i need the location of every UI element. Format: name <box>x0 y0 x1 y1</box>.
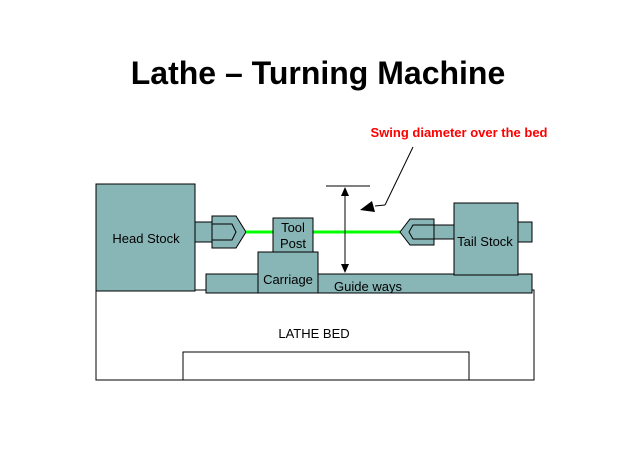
tail-barrel <box>433 224 455 240</box>
lathe-bed-label: LATHE BED <box>278 326 349 341</box>
tail-centre <box>408 224 434 240</box>
page-title: Lathe – Turning Machine <box>131 55 506 91</box>
carriage-label: Carriage <box>263 272 313 287</box>
tool-post-label-line1: Tool <box>281 220 305 235</box>
swing-arrow-bottom <box>341 264 349 273</box>
callout-arrowhead <box>360 201 375 212</box>
tool-post-label-line2: Post <box>280 236 306 251</box>
tail-stock-label: Tail Stock <box>457 234 513 249</box>
tail-quill <box>399 218 435 246</box>
lathe-bed <box>95 289 535 381</box>
head-chuck-jaw <box>212 223 237 241</box>
tool-post <box>272 217 314 253</box>
head-stock <box>95 183 196 292</box>
lathe-bed-cutout <box>182 351 470 380</box>
head-stock-label: Head Stock <box>112 231 180 246</box>
guide-ways-label: Guide ways <box>334 279 402 294</box>
tail-handwheel <box>517 221 533 243</box>
carriage <box>257 251 319 294</box>
head-spindle <box>194 221 213 243</box>
head-chuck <box>211 215 247 249</box>
swing-arrow-top <box>341 187 349 196</box>
callout-leader-line <box>384 146 414 206</box>
swing-diameter-callout: Swing diameter over the bed <box>371 125 548 140</box>
tail-stock <box>453 202 519 276</box>
callout-leader-tail <box>374 204 386 207</box>
